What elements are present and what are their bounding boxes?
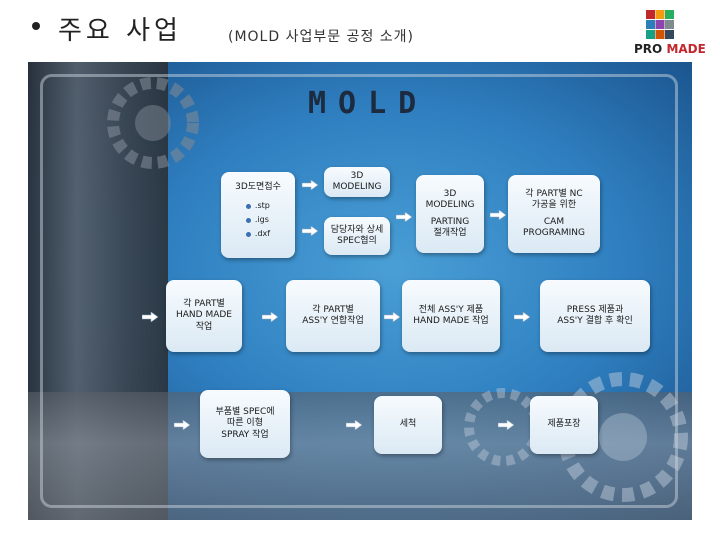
- arrow-right-icon: [302, 180, 318, 190]
- step-text: 3D: [350, 170, 364, 181]
- cube-logo-icon: [646, 10, 674, 39]
- step-text: PROGRAMING: [523, 228, 585, 239]
- step-text: SPRAY 작업: [221, 429, 269, 440]
- arrow-right-icon: [498, 420, 514, 430]
- step-text: HAND MADE 작업: [413, 316, 489, 326]
- step-text: MODELING: [425, 199, 475, 210]
- step-3d-modeling: 3D MODELING: [324, 167, 390, 197]
- step-text: 가공을 위한: [531, 199, 577, 210]
- arrow-right-icon: [262, 312, 278, 322]
- panel-frame: [40, 74, 678, 508]
- step-text: ASS'Y 연합작업: [302, 316, 364, 326]
- step-text: PRESS 제품과: [566, 304, 624, 315]
- arrow-right-icon: [346, 420, 362, 430]
- logo-text: PRO MADE: [634, 42, 706, 56]
- step-text: 세척: [399, 419, 417, 430]
- step-3d-drawing-receipt: 3D도면접수 .stp .igs .dxf: [221, 172, 295, 258]
- gear-icon: [107, 77, 199, 169]
- step-cleaning: 세척: [374, 396, 442, 454]
- step-part-assembly: 각 PART별 ASS'Y 연합작업: [286, 280, 380, 352]
- step-text: 따른 이형: [227, 418, 263, 429]
- step-text: SPEC협의: [337, 236, 377, 246]
- step-cam-programming: 각 PART별 NC 가공을 위한 CAM PROGRAMING: [508, 175, 600, 253]
- list-item: .stp: [245, 201, 270, 211]
- file-ext: .stp: [254, 201, 270, 211]
- step-text: MODELING: [332, 182, 382, 192]
- arrow-right-icon: [174, 420, 190, 430]
- slide-header: 주요 사업 (MOLD 사업부문 공정 소개) PRO MADE: [0, 0, 720, 62]
- step-text: 제품포장: [547, 419, 581, 430]
- step-text: 각 PART별: [312, 304, 354, 315]
- file-ext: .igs: [254, 215, 269, 225]
- arrow-right-icon: [142, 312, 158, 322]
- arrow-right-icon: [514, 312, 530, 322]
- slide-title: 주요 사업: [58, 16, 182, 46]
- step-text: CAM: [543, 217, 565, 227]
- step-press-check: PRESS 제품과 ASS'Y 결합 후 확인: [540, 280, 650, 352]
- mold-process-panel: MOLD 3D도면접수 .stp .igs .dxf 3D MODELING 담…: [28, 62, 692, 520]
- step-text: 절개작업: [433, 228, 467, 239]
- logo-text-pro: PRO: [634, 42, 663, 56]
- mold-heading: MOLD: [308, 86, 429, 121]
- arrow-right-icon: [302, 226, 318, 236]
- bullet-icon: [32, 22, 40, 30]
- company-logo: PRO MADE: [632, 8, 714, 58]
- bullet-dot-icon: [245, 217, 251, 223]
- arrow-right-icon: [490, 210, 506, 220]
- step-text: PARTING: [430, 217, 470, 227]
- step-text: 각 PART별: [183, 299, 225, 310]
- logo-text-made: MADE: [666, 42, 706, 56]
- bullet-dot-icon: [245, 231, 251, 237]
- step-spec-consultation: 담당자와 상세 SPEC협의: [324, 217, 390, 255]
- step-full-assembly: 전체 ASS'Y 제품 HAND MADE 작업: [402, 280, 500, 352]
- step-packaging: 제품포장: [530, 396, 598, 454]
- list-item: .igs: [245, 215, 269, 225]
- arrow-right-icon: [384, 312, 400, 322]
- step-parting: 3D MODELING PARTING 절개작업: [416, 175, 484, 253]
- step-spray: 부품별 SPEC에 따른 이형 SPRAY 작업: [200, 390, 290, 458]
- step-part-hand-made: 각 PART별 HAND MADE 작업: [166, 280, 242, 352]
- step-title: 3D도면접수: [235, 182, 281, 192]
- bullet-dot-icon: [245, 203, 251, 209]
- step-text: 3D: [443, 188, 457, 199]
- arrow-right-icon: [396, 212, 412, 222]
- step-text: 각 PART별 NC: [525, 188, 583, 199]
- slide-subtitle: (MOLD 사업부문 공정 소개): [228, 29, 414, 45]
- step-text: ASS'Y 결합 후 확인: [557, 316, 633, 326]
- list-item: .dxf: [245, 229, 271, 239]
- file-ext: .dxf: [254, 229, 271, 239]
- step-text: 부품별 SPEC에: [215, 407, 275, 418]
- step-text: HAND MADE: [176, 310, 232, 321]
- step-text: 전체 ASS'Y 제품: [418, 304, 484, 315]
- step-text: 작업: [195, 321, 213, 332]
- step-text: 담당자와 상세: [330, 224, 384, 235]
- file-ext-list: .stp .igs .dxf: [245, 199, 271, 241]
